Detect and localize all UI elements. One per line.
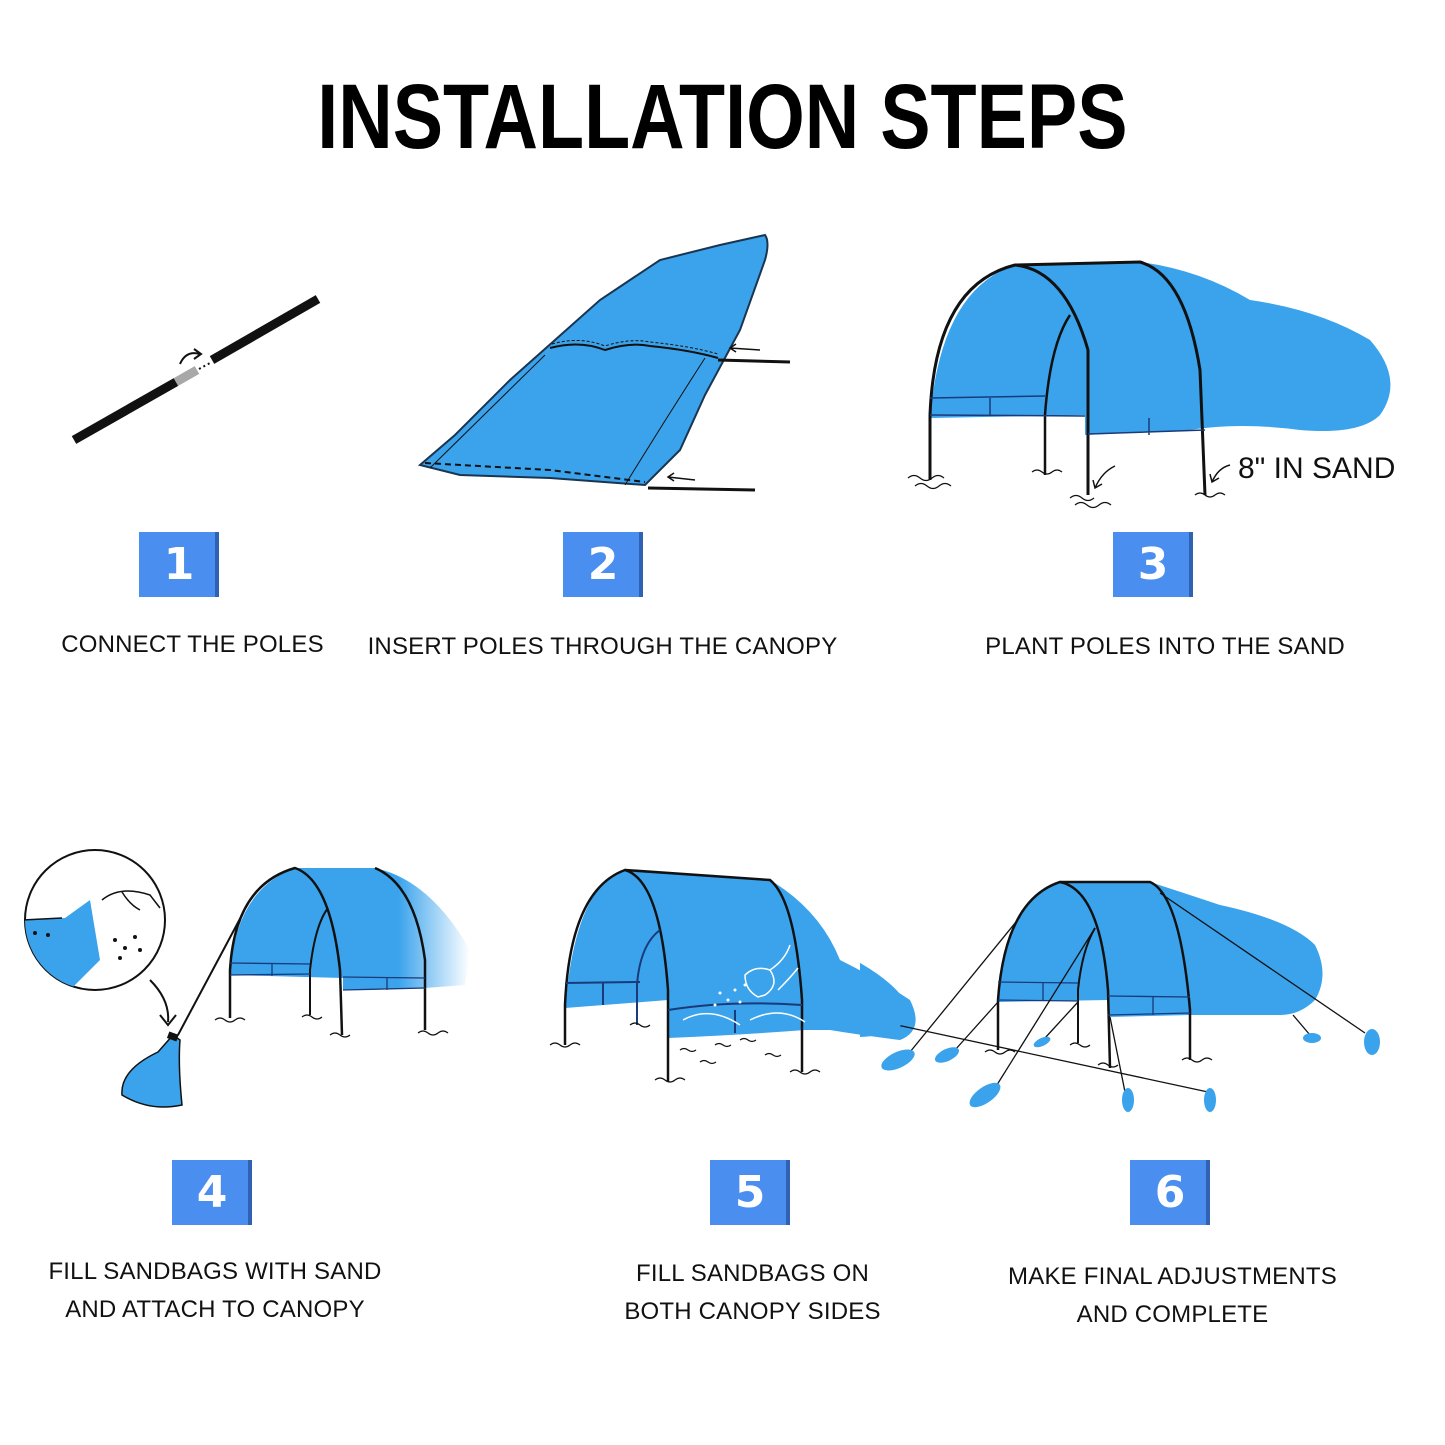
- step-5-number-badge: 5: [710, 1160, 790, 1225]
- step-4-label: FILL SANDBAGS WITH SAND AND ATTACH TO CA…: [25, 1253, 405, 1329]
- step-1-label-line-1: CONNECT THE POLES: [61, 631, 324, 658]
- step-5-label-line-1: FILL SANDBAGS ON: [635, 1260, 870, 1287]
- sand-depth-annotation: 8" IN SAND: [1238, 452, 1395, 485]
- final-adjust-illustration: [860, 880, 1380, 1112]
- step-4-label-line-1: FILL SANDBAGS WITH SAND: [48, 1258, 382, 1285]
- page-title: INSTALLATION STEPS: [317, 66, 1128, 168]
- connect-poles-illustration: [71, 295, 321, 444]
- step-3-label: PLANT POLES INTO THE SAND: [960, 628, 1370, 666]
- step-2-label: INSERT POLES THROUGH THE CANOPY: [355, 628, 850, 666]
- attach-sandbag-illustration: [24, 849, 470, 1108]
- step-2-number-badge: 2: [563, 532, 643, 597]
- fill-sandbags-illustration: [549, 868, 916, 1083]
- insert-poles-illustration: [417, 233, 791, 492]
- step-6-label: MAKE FINAL ADJUSTMENTS AND COMPLETE: [975, 1258, 1370, 1334]
- step-6-label-line-2: AND COMPLETE: [1076, 1301, 1269, 1328]
- step-5-label-line-2: BOTH CANOPY SIDES: [624, 1298, 881, 1325]
- step-1-label: CONNECT THE POLES: [40, 626, 345, 664]
- step-4-number-badge: 4: [172, 1160, 252, 1225]
- step-1-number-badge: 1: [139, 532, 219, 597]
- step-3-label-line-1: PLANT POLES INTO THE SAND: [985, 633, 1345, 660]
- step-5-label: FILL SANDBAGS ON BOTH CANOPY SIDES: [580, 1255, 925, 1331]
- step-6-number-badge: 6: [1130, 1160, 1210, 1225]
- step-6-label-line-1: MAKE FINAL ADJUSTMENTS: [1008, 1263, 1337, 1290]
- step-2-label-line-1: INSERT POLES THROUGH THE CANOPY: [367, 633, 838, 660]
- step-3-number-badge: 3: [1113, 532, 1193, 597]
- plant-poles-illustration: 8" IN SAND: [907, 260, 1395, 509]
- step-4-label-line-2: AND ATTACH TO CANOPY: [65, 1296, 365, 1323]
